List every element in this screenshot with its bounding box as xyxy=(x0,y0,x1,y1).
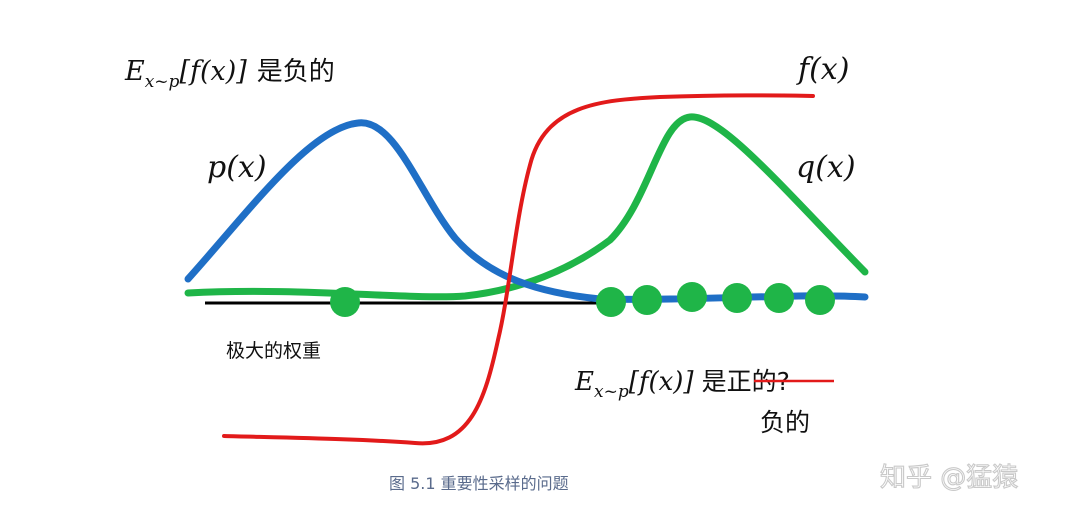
sample-point xyxy=(805,285,835,315)
q-label: q(x) xyxy=(796,150,856,185)
p-label: p(x) xyxy=(207,150,267,185)
sample-point xyxy=(596,287,626,317)
watermark: 知乎 @猛猿 xyxy=(880,463,1018,493)
expectation-label-top: Ex~p[f(x)]是负的 xyxy=(124,56,335,92)
sample-point xyxy=(677,282,707,312)
expectation-label-bottom: Ex~p[f(x)]是正的? xyxy=(574,367,790,402)
negative-label: 负的 xyxy=(760,408,810,437)
big-weight-label: 极大的权重 xyxy=(226,340,321,362)
sample-point xyxy=(330,287,360,317)
f-label: f(x) xyxy=(796,52,849,87)
sample-point xyxy=(722,283,752,313)
figure-caption: 图 5.1 重要性采样的问题 xyxy=(389,474,569,493)
f-curve xyxy=(222,93,815,446)
sample-points xyxy=(330,282,835,317)
sample-point xyxy=(632,285,662,315)
q-curve xyxy=(184,113,869,301)
sample-point xyxy=(764,283,794,313)
p-curve xyxy=(184,119,869,303)
